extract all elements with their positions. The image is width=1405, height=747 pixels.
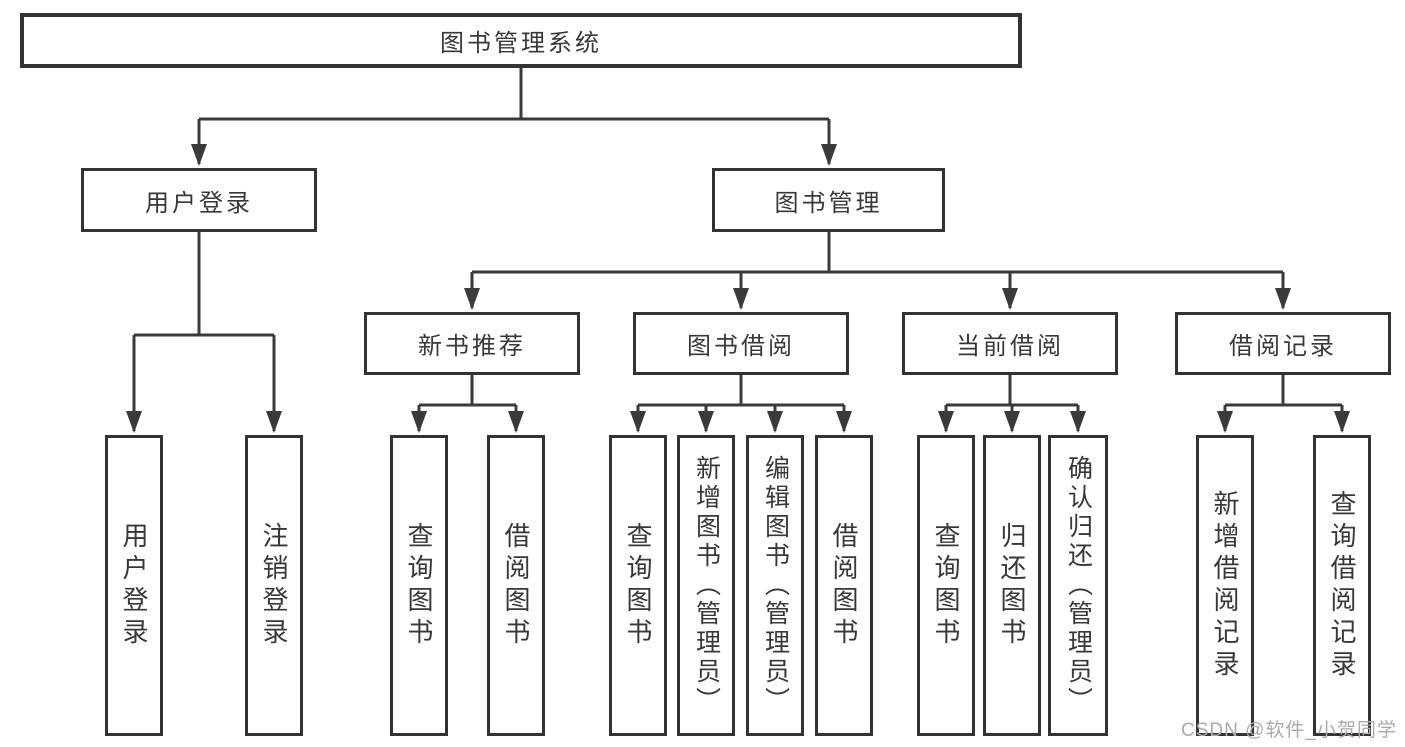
- node-label: 图书管理: [774, 189, 883, 217]
- leaf-label: 查询图书: [623, 521, 653, 650]
- leaf-label: 借阅图书: [501, 521, 531, 650]
- leaf-query-books-2: 查询图书: [609, 435, 667, 736]
- node-label: 图书管理系统: [440, 30, 602, 57]
- leaf-label: 查询图书: [931, 521, 961, 650]
- leaf-label: 新增借阅记录: [1210, 489, 1240, 682]
- leaf-label: 查询图书: [404, 521, 434, 650]
- node-user-login: 用户登录: [81, 168, 317, 232]
- node-label: 用户登录: [145, 189, 253, 217]
- node-book-management: 图书管理: [712, 168, 945, 232]
- leaf-label: 借阅图书: [829, 521, 859, 650]
- csdn-watermark: CSDN @软件_小贺同学: [1181, 720, 1397, 741]
- node-library-management-system: 图书管理系统: [20, 13, 1022, 68]
- node-label: 借阅记录: [1229, 333, 1337, 360]
- node-label: 新书推荐: [418, 333, 526, 360]
- leaf-label: 查询借阅记录: [1327, 489, 1357, 682]
- leaf-label: 注销登录: [259, 521, 289, 650]
- node-label: 图书借阅: [687, 333, 795, 360]
- leaf-label: 归还图书: [997, 521, 1027, 650]
- leaf-add-books-admin: 新增图书（管理员）: [677, 435, 735, 736]
- leaf-borrow-books-1: 借阅图书: [487, 435, 545, 736]
- connector-bars: [134, 68, 1342, 407]
- node-borrowing-records: 借阅记录: [1175, 312, 1391, 375]
- node-label: 当前借阅: [956, 333, 1064, 360]
- node-current-borrowing: 当前借阅: [902, 312, 1118, 375]
- leaf-query-borrow-record: 查询借阅记录: [1313, 435, 1371, 736]
- leaf-query-books-1: 查询图书: [390, 435, 448, 736]
- leaf-label: 确认归还（管理员）: [1064, 455, 1093, 716]
- leaf-logout: 注销登录: [245, 435, 303, 736]
- leaf-label: 新增图书（管理员）: [692, 455, 721, 716]
- leaf-user-login: 用户登录: [105, 435, 163, 736]
- leaf-label: 用户登录: [119, 521, 149, 650]
- leaf-query-books-3: 查询图书: [917, 435, 975, 736]
- node-book-borrowing: 图书借阅: [633, 312, 849, 375]
- node-new-book-recommend: 新书推荐: [364, 312, 580, 375]
- leaf-borrow-books-2: 借阅图书: [815, 435, 873, 736]
- leaf-label: 编辑图书（管理员）: [761, 455, 790, 716]
- leaf-return-books: 归还图书: [983, 435, 1041, 736]
- leaf-add-borrow-record: 新增借阅记录: [1196, 435, 1254, 736]
- leaf-confirm-return-admin: 确认归还（管理员）: [1048, 435, 1108, 736]
- leaf-edit-books-admin: 编辑图书（管理员）: [746, 435, 804, 736]
